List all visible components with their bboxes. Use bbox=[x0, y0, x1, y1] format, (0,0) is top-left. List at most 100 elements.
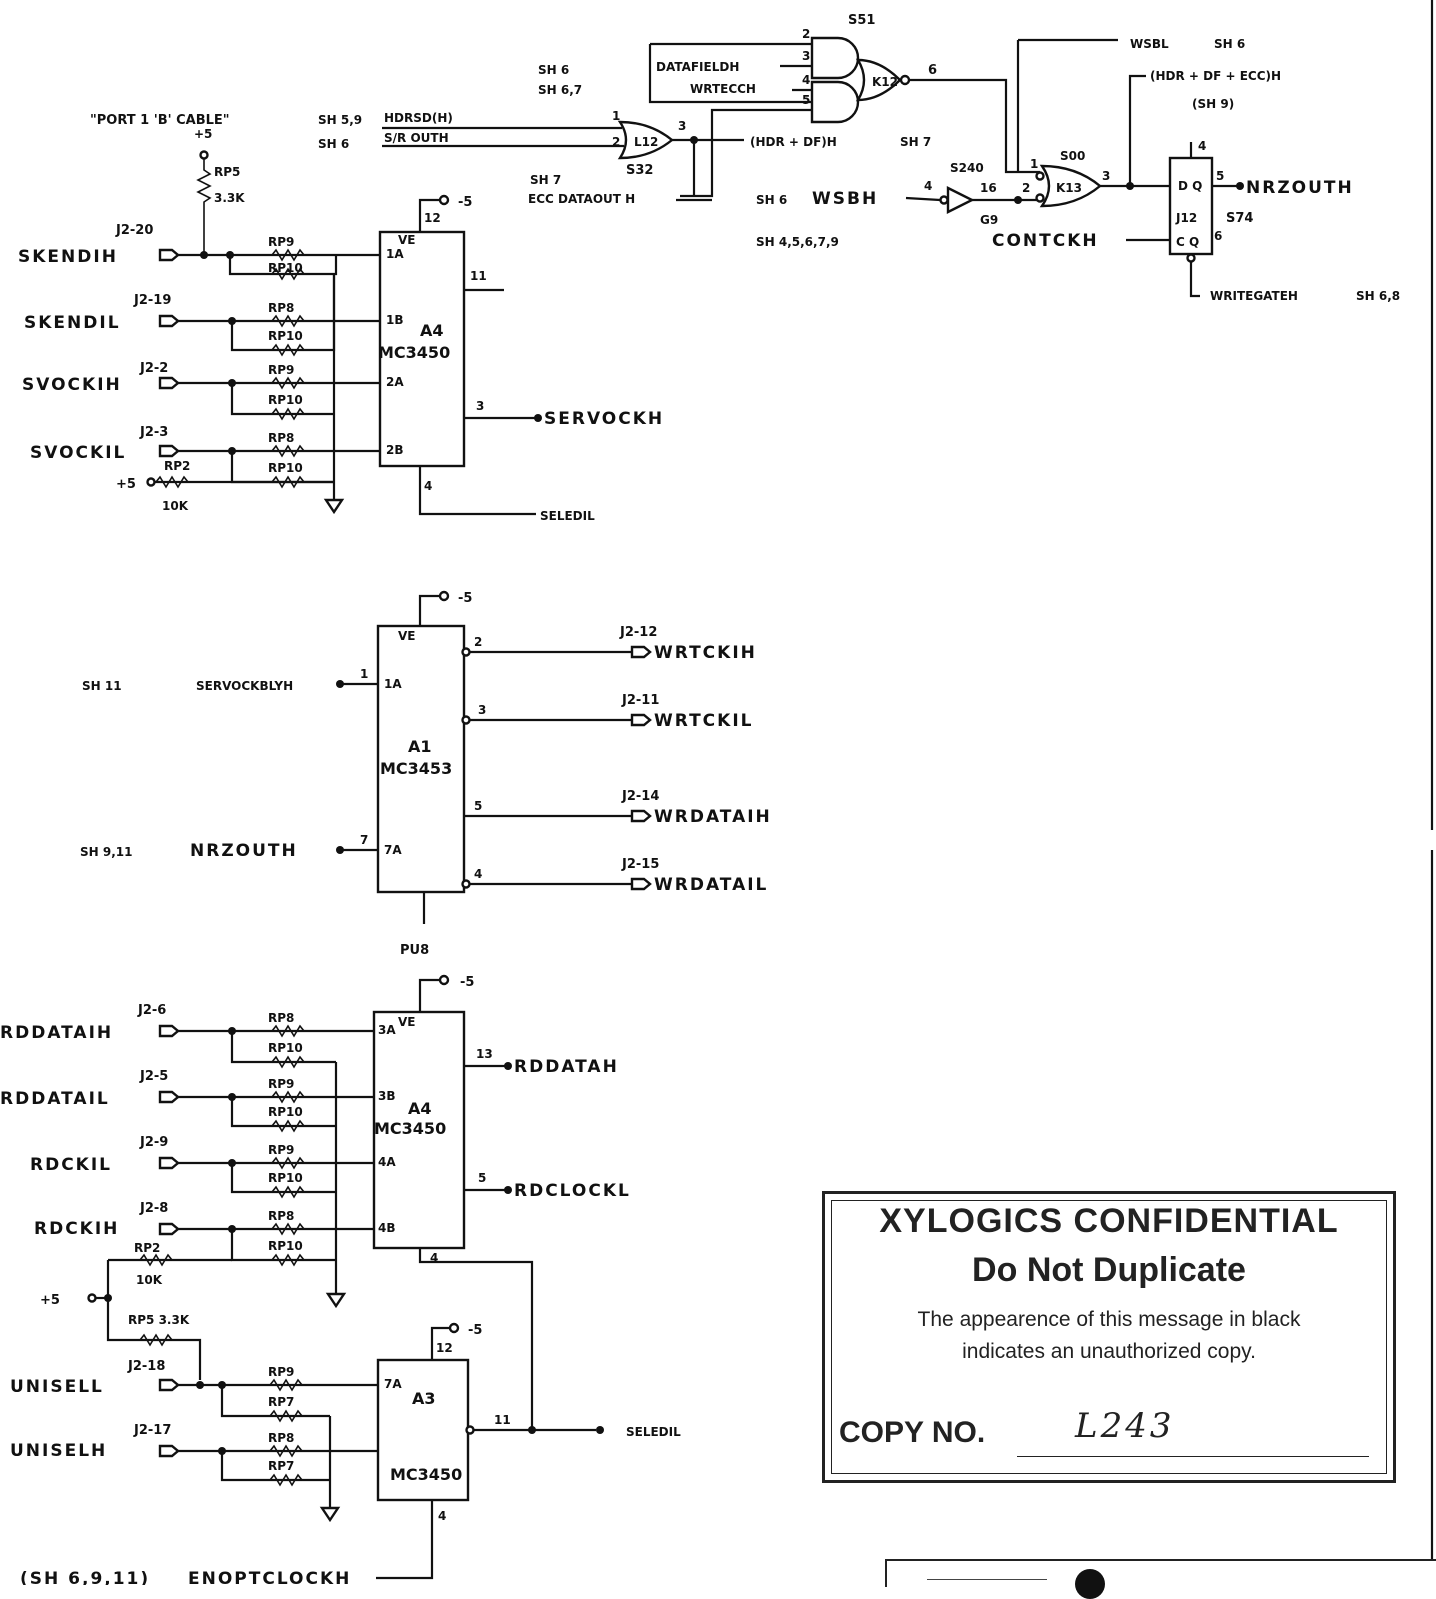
signal-contckh: CONTCKH bbox=[992, 231, 1099, 251]
signal-wrtckil: WRTCKIL bbox=[654, 711, 753, 731]
cable-label: "PORT 1 'B' CABLE" bbox=[90, 113, 230, 128]
svg-text:SH 6: SH 6 bbox=[1214, 37, 1245, 51]
stamp-subtitle: Do Not Duplicate bbox=[972, 1251, 1246, 1289]
svg-text:+5: +5 bbox=[40, 1293, 60, 1308]
svg-text:1: 1 bbox=[1030, 157, 1038, 171]
svg-text:K13: K13 bbox=[1056, 181, 1082, 195]
svg-text:SH 6: SH 6 bbox=[318, 137, 349, 151]
svg-text:3A: 3A bbox=[378, 1023, 396, 1037]
svg-text:-5: -5 bbox=[458, 591, 472, 606]
svg-text:2B: 2B bbox=[386, 443, 404, 457]
svg-text:6: 6 bbox=[1214, 229, 1222, 243]
svg-text:4B: 4B bbox=[378, 1221, 396, 1235]
or-gate-l12 bbox=[617, 120, 674, 160]
svg-text:-5: -5 bbox=[460, 975, 474, 990]
svg-text:SH 11: SH 11 bbox=[82, 679, 122, 693]
svg-text:-5: -5 bbox=[468, 1323, 482, 1338]
svg-text:G9: G9 bbox=[980, 213, 998, 227]
confidential-stamp: XYLOGICS CONFIDENTIAL Do Not Duplicate T… bbox=[822, 1191, 1396, 1483]
svg-text:VE: VE bbox=[398, 233, 415, 247]
svg-text:RP10: RP10 bbox=[268, 1171, 303, 1185]
svg-text:D Q: D Q bbox=[1178, 179, 1202, 193]
svg-text:SH 7: SH 7 bbox=[530, 173, 561, 187]
svg-text:J2-5: J2-5 bbox=[139, 1069, 168, 1084]
svg-text:10K: 10K bbox=[162, 499, 189, 513]
svg-text:4: 4 bbox=[802, 73, 810, 87]
receiver-a4-upper: RP5 3.3K +5 J2-20 SKENDIH J2-19 SKENDIL … bbox=[18, 127, 662, 523]
svg-text:VE: VE bbox=[398, 629, 415, 643]
svg-text:PU8: PU8 bbox=[400, 943, 429, 958]
svg-text:RP10: RP10 bbox=[268, 393, 303, 407]
svg-text:RP10: RP10 bbox=[268, 461, 303, 475]
signal-rdckil: RDCKIL bbox=[30, 1155, 112, 1175]
svg-text:-5: -5 bbox=[458, 195, 472, 210]
label-s32: S32 bbox=[626, 163, 653, 178]
svg-text:1B: 1B bbox=[386, 313, 404, 327]
svg-text:SH 7: SH 7 bbox=[900, 135, 931, 149]
svg-text:MC3450: MC3450 bbox=[378, 343, 450, 362]
signal-eccdataout: ECC DATAOUT H bbox=[528, 192, 635, 206]
svg-text:7A: 7A bbox=[384, 843, 402, 857]
signal-uniseil: UNISELL bbox=[10, 1377, 104, 1397]
signal-hdrsd: HDRSD(H) bbox=[384, 111, 453, 125]
svg-text:S00: S00 bbox=[1060, 149, 1085, 163]
svg-text:+5: +5 bbox=[194, 127, 212, 141]
svg-text:(SH 6,9,11): (SH 6,9,11) bbox=[20, 1569, 150, 1585]
svg-text:1: 1 bbox=[612, 109, 620, 123]
svg-text:3: 3 bbox=[678, 119, 686, 133]
svg-text:11: 11 bbox=[494, 1413, 511, 1427]
pin-6: 6 bbox=[928, 63, 937, 78]
svg-text:4: 4 bbox=[924, 179, 932, 193]
svg-text:3.3K: 3.3K bbox=[214, 191, 245, 205]
svg-text:RP8: RP8 bbox=[268, 431, 294, 445]
svg-text:11: 11 bbox=[470, 269, 487, 283]
svg-text:1: 1 bbox=[360, 667, 368, 681]
signal-svockil: SVOCKIL bbox=[30, 443, 126, 463]
svg-text:5: 5 bbox=[1216, 169, 1224, 183]
svg-text:RP9: RP9 bbox=[268, 1365, 294, 1379]
signal-writegate: WRITEGATEH bbox=[1210, 289, 1298, 303]
svg-text:RP10: RP10 bbox=[268, 261, 303, 275]
svg-text:RP7: RP7 bbox=[268, 1459, 294, 1473]
svg-text:3: 3 bbox=[1102, 169, 1110, 183]
svg-text:2: 2 bbox=[612, 135, 620, 149]
svg-text:J2-17: J2-17 bbox=[133, 1423, 171, 1438]
svg-text:2A: 2A bbox=[386, 375, 404, 389]
inverter-bubble bbox=[899, 74, 911, 86]
svg-text:RP8: RP8 bbox=[268, 1209, 294, 1223]
svg-text:2: 2 bbox=[474, 635, 482, 649]
signal-rddataih: RDDATAIH bbox=[0, 1023, 113, 1043]
title-block bbox=[885, 1559, 1436, 1599]
svg-text:12: 12 bbox=[436, 1341, 453, 1355]
svg-text:3: 3 bbox=[476, 399, 484, 413]
svg-text:SH 6: SH 6 bbox=[538, 63, 569, 77]
ic-a3-mc3450 bbox=[376, 1358, 470, 1502]
svg-text:4: 4 bbox=[424, 479, 432, 493]
svg-text:3B: 3B bbox=[378, 1089, 396, 1103]
and-gate-lower bbox=[810, 80, 860, 124]
svg-text:C Q: C Q bbox=[1176, 235, 1199, 249]
signal-nrzouth-top: NRZOUTH bbox=[1246, 178, 1354, 198]
company-logo-icon bbox=[1075, 1569, 1105, 1599]
svg-text:12: 12 bbox=[424, 211, 441, 225]
svg-text:7A: 7A bbox=[384, 1377, 402, 1391]
svg-text:RP9: RP9 bbox=[268, 235, 294, 249]
flipflop-j12 bbox=[1168, 156, 1214, 256]
svg-text:16: 16 bbox=[980, 181, 997, 195]
ic-a1-mc3453 bbox=[376, 624, 466, 894]
signal-wsbl: WSBL bbox=[1130, 37, 1169, 51]
signal-datafield: DATAFIELDH bbox=[656, 60, 739, 74]
signal-hdrdfecc: (HDR + DF + ECC)H bbox=[1150, 69, 1281, 83]
svg-text:SH 9,11: SH 9,11 bbox=[80, 845, 132, 859]
signal-wrdatail: WRDATAIL bbox=[654, 875, 768, 895]
svg-text:RP10: RP10 bbox=[268, 329, 303, 343]
svg-text:10K: 10K bbox=[136, 1273, 163, 1287]
svg-text:RP9: RP9 bbox=[268, 363, 294, 377]
svg-text:13: 13 bbox=[476, 1047, 493, 1061]
svg-text:J2-12: J2-12 bbox=[619, 625, 657, 640]
or-gate-k12 bbox=[855, 58, 902, 102]
stamp-inner-border bbox=[831, 1200, 1387, 1474]
signal-skendil: SKENDIL bbox=[24, 313, 121, 333]
svg-text:RP7: RP7 bbox=[268, 1395, 294, 1409]
